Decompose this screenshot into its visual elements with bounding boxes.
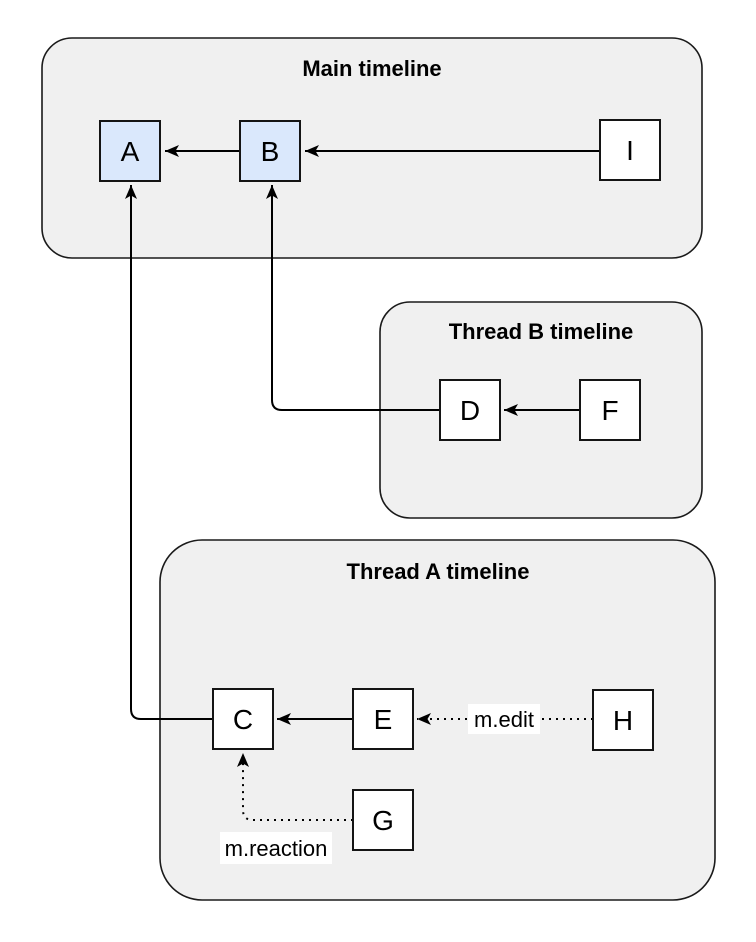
thread-b-timeline-title: Thread B timeline bbox=[449, 319, 634, 344]
edge-label-m-edit: m.edit bbox=[468, 704, 540, 734]
node-I-box bbox=[599, 119, 661, 181]
edge-label-m-reaction: m.reaction bbox=[220, 832, 332, 864]
node-I-label: I bbox=[626, 135, 634, 166]
node-B-label: B bbox=[261, 136, 280, 167]
node-B-box bbox=[239, 120, 301, 182]
node-E-box bbox=[352, 688, 414, 750]
node-G-box bbox=[352, 789, 414, 851]
m-reaction-label-bg bbox=[220, 832, 332, 864]
node-E: E bbox=[352, 688, 414, 750]
node-G-label: G bbox=[372, 805, 394, 836]
node-H-label: H bbox=[613, 705, 633, 736]
node-C-label: C bbox=[233, 704, 253, 735]
node-A-label: A bbox=[121, 136, 140, 167]
node-B: B bbox=[239, 120, 301, 182]
thread-a-timeline-title: Thread A timeline bbox=[347, 559, 530, 584]
node-H: H bbox=[592, 689, 654, 751]
container-main-timeline: Main timeline bbox=[41, 37, 703, 259]
main-timeline-box bbox=[41, 37, 703, 259]
node-G: G bbox=[352, 789, 414, 851]
node-D-box bbox=[439, 379, 501, 441]
node-I: I bbox=[599, 119, 661, 181]
edge-D-to-B bbox=[266, 185, 440, 411]
edge-C-to-A bbox=[125, 185, 213, 720]
m-edit-label: m.edit bbox=[474, 707, 534, 732]
node-C: C bbox=[212, 688, 274, 750]
node-E-label: E bbox=[374, 704, 393, 735]
node-D-label: D bbox=[460, 395, 480, 426]
node-F: F bbox=[579, 379, 641, 441]
node-A: A bbox=[99, 120, 161, 182]
main-timeline-title: Main timeline bbox=[302, 56, 441, 81]
node-F-label: F bbox=[601, 395, 618, 426]
m-edit-label-bg bbox=[468, 704, 540, 734]
node-C-box bbox=[212, 688, 274, 750]
m-reaction-label: m.reaction bbox=[225, 836, 328, 861]
node-A-box bbox=[99, 120, 161, 182]
node-H-box bbox=[592, 689, 654, 751]
edges bbox=[125, 145, 600, 821]
node-F-box bbox=[579, 379, 641, 441]
node-D: D bbox=[439, 379, 501, 441]
